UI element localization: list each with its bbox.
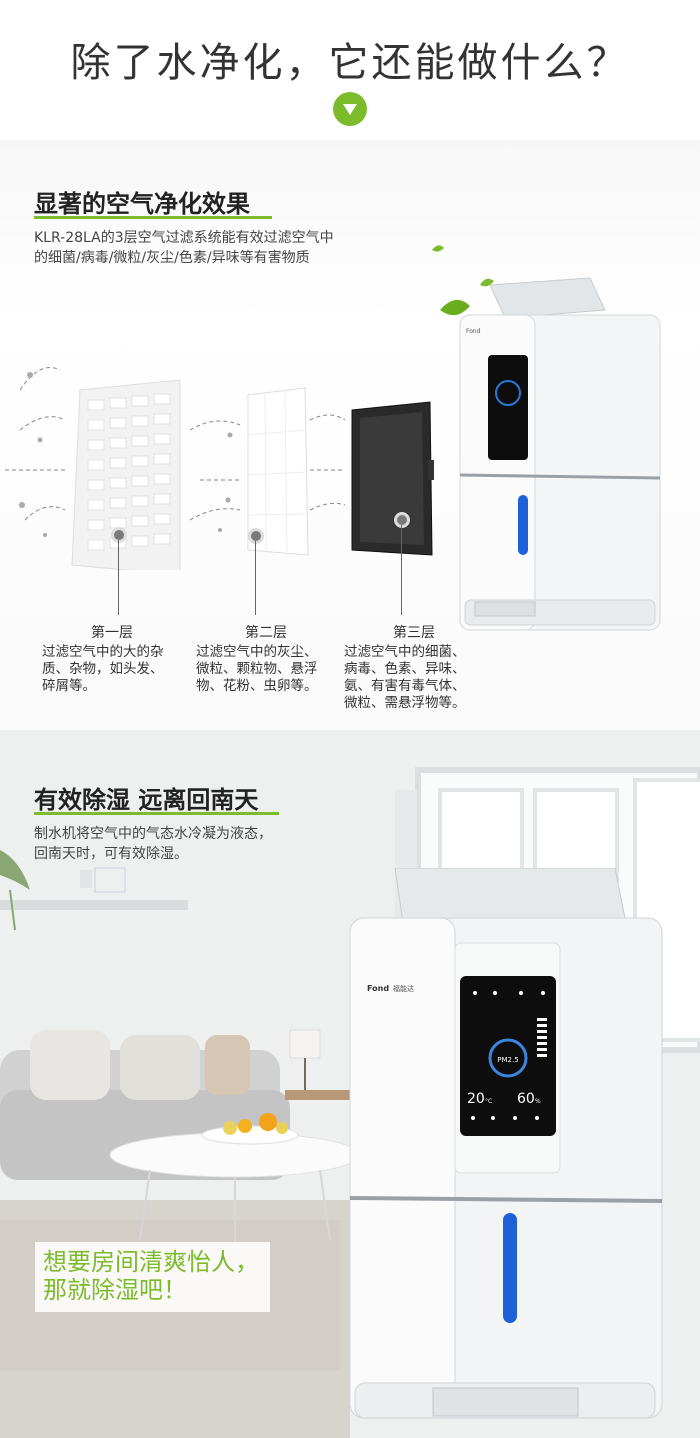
cta-line: 那就除湿吧！ (43, 1276, 187, 1304)
heading-underline (34, 812, 279, 815)
pointer-dot (111, 527, 127, 543)
layer-title: 第三层 (393, 625, 435, 641)
device-brand-cn-label: 福能达 (393, 984, 414, 993)
layer-title: 第一层 (91, 625, 133, 641)
pointer-dot (394, 512, 410, 528)
device-brand-label: Fond (367, 984, 389, 993)
air-desc-line: 的细菌/病毒/微粒/灰尘/色素/异味等有害物质 (34, 250, 310, 266)
purifier-device-image: Fond (432, 245, 661, 631)
pointer-dot (248, 528, 264, 544)
layer-3-label: 第三层 过滤空气中的细菌、 病毒、色素、异味、 氨、有害有毒气体、 微粒、需悬浮… (344, 625, 484, 712)
device-pm-label: PM2.5 (497, 1056, 518, 1064)
layer-line: 微粒、颗粒物、悬浮 (196, 661, 318, 677)
coffee-table (109, 1113, 361, 1250)
page-title: 除了水净化，它还能做什么？ (70, 40, 630, 86)
device-temp-unit: °C (485, 1098, 492, 1105)
scroll-down-button[interactable] (333, 92, 367, 126)
layer-line: 质、杂物，如头发、 (42, 661, 164, 677)
device-level-bars (537, 1018, 547, 1057)
cta-banner: 想要房间清爽怡人， 那就除湿吧！ (35, 1242, 270, 1312)
layer-line: 微粒、需悬浮物等。 (344, 695, 466, 711)
layer-title: 第二层 (245, 625, 287, 641)
pointer-line (255, 541, 256, 615)
layer-line: 过滤空气中的灰尘、 (196, 644, 318, 660)
air-purification-section: 显著的空气净化效果 KLR-28LA的3层空气过滤系统能有效过滤空气中 的细菌/… (0, 140, 700, 730)
chevron-down-icon (343, 104, 357, 115)
layer-1-label: 第一层 过滤空气中的大的杂 质、杂物，如头发、 碎屑等。 (42, 625, 182, 695)
layer-line: 物、花粉、虫卵等。 (196, 678, 318, 694)
pointer-line (401, 525, 402, 615)
air-heading: 显著的空气净化效果 (34, 190, 250, 218)
layer-2-label: 第二层 过滤空气中的灰尘、 微粒、颗粒物、悬浮 物、花粉、虫卵等。 (196, 625, 336, 695)
filter-layer-3 (351, 401, 434, 556)
heading-underline (34, 216, 272, 219)
dehumid-desc-line: 回南天时，可有效除湿。 (34, 846, 188, 862)
device-touch-icons (471, 991, 545, 1120)
layer-line: 过滤空气中的大的杂 (42, 644, 164, 660)
pointer-line (118, 540, 119, 615)
air-description: KLR-28LA的3层空气过滤系统能有效过滤空气中 的细菌/病毒/微粒/灰尘/色… (34, 228, 334, 268)
layer-line: 过滤空气中的细菌、 (344, 644, 466, 660)
filter-layer-1 (71, 379, 181, 570)
cta-line: 想要房间清爽怡人， (43, 1248, 259, 1276)
dehumidify-section: 有效除湿 远离回南天 制水机将空气中的气态水冷凝为液态， 回南天时，可有效除湿。… (0, 730, 700, 1438)
device-temp-value: 20 (467, 1091, 485, 1107)
device-humidity-value: 60 (517, 1091, 535, 1107)
air-desc-line: KLR-28LA的3层空气过滤系统能有效过滤空气中 (34, 230, 334, 246)
dehumidify-description: 制水机将空气中的气态水冷凝为液态， 回南天时，可有效除湿。 (34, 824, 272, 864)
device-brand-label: Fond (466, 328, 481, 335)
airflow-illustration (5, 367, 434, 570)
dehumid-desc-line: 制水机将空气中的气态水冷凝为液态， (34, 826, 272, 842)
water-machine-device-image: PM2.5 20 °C 60 % Fond 福能达 (349, 868, 663, 1419)
filter-layer-2 (247, 387, 309, 556)
dehumidify-heading: 有效除湿 远离回南天 (34, 786, 259, 814)
layer-line: 氨、有害有毒气体、 (344, 678, 466, 694)
layer-line: 病毒、色素、异味、 (344, 661, 466, 677)
device-humidity-unit: % (535, 1098, 541, 1105)
layer-line: 碎屑等。 (42, 678, 96, 694)
